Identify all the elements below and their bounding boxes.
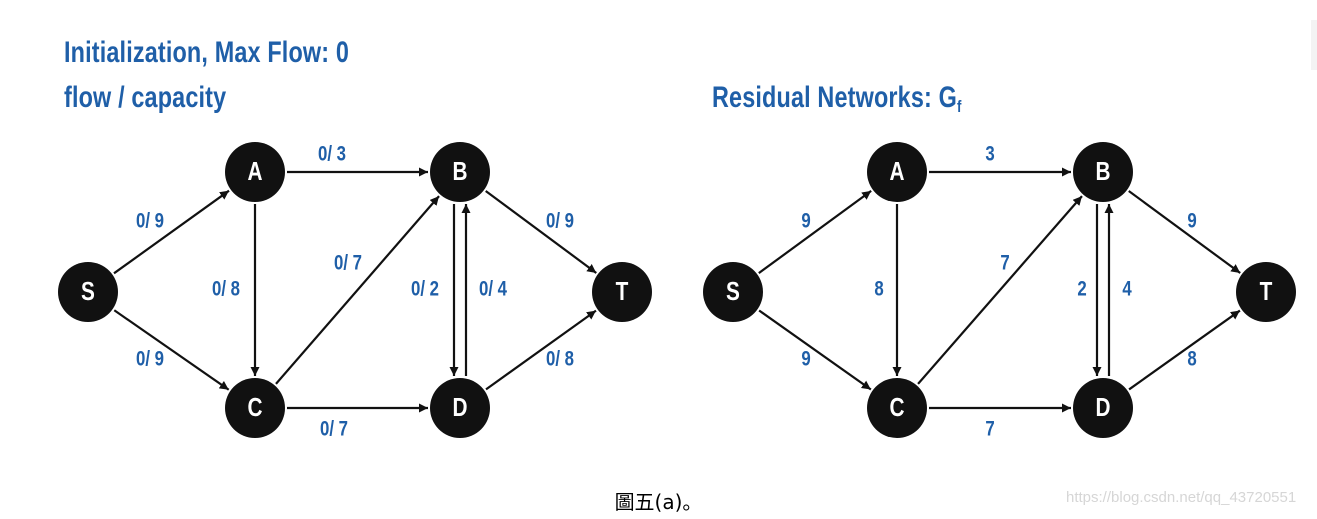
right-edge-label-C-B: 7 <box>1000 252 1009 275</box>
right-node-label-s: S <box>726 277 740 306</box>
left-node-s <box>58 262 118 322</box>
left-edge-B-T <box>485 190 597 274</box>
left-node-label-d: D <box>452 393 467 422</box>
right-node-label-c: C <box>889 393 904 422</box>
left-edge-D-T <box>485 309 597 391</box>
left-edge-label-D-T: 0/ 8 <box>546 348 574 371</box>
left-edge-label-S-C: 0/ 9 <box>136 348 164 371</box>
right-node-label-a: A <box>889 157 904 186</box>
left-edge-label-C-D: 0/ 7 <box>320 418 348 441</box>
left-node-b <box>430 142 490 202</box>
right-node-d <box>1073 378 1133 438</box>
left-node-c <box>225 378 285 438</box>
left-edge-label-C-B: 0/ 7 <box>334 252 362 275</box>
right-node-label-t: T <box>1260 277 1273 306</box>
left-node-a <box>225 142 285 202</box>
right-edge-label-B-D: 2 <box>1077 278 1086 301</box>
left-edge-label-A-B: 0/ 3 <box>318 143 346 166</box>
figure-caption: 圖五(a)。 <box>614 490 703 514</box>
right-node-t <box>1236 262 1296 322</box>
left-title-line1: Initialization, Max Flow: 0 <box>64 36 350 69</box>
left-edge-label-A-C: 0/ 8 <box>212 278 240 301</box>
left-edge-label-S-A: 0/ 9 <box>136 210 164 233</box>
left-edge-S-A <box>113 189 230 275</box>
page-edge-strip <box>1311 20 1317 70</box>
left-edge-label-B-T: 0/ 9 <box>546 210 574 233</box>
right-node-label-d: D <box>1095 393 1110 422</box>
right-edge-label-A-C: 8 <box>874 278 883 301</box>
right-edge-C-B <box>917 195 1083 385</box>
left-node-d <box>430 378 490 438</box>
right-edge-B-T <box>1128 190 1241 274</box>
left-node-label-t: T <box>616 277 629 306</box>
right-node-s <box>703 262 763 322</box>
right-node-c <box>867 378 927 438</box>
left-node-label-s: S <box>81 277 95 306</box>
left-node-label-c: C <box>247 393 262 422</box>
right-node-label-b: B <box>1095 157 1110 186</box>
left-edge-label-D-B: 0/ 4 <box>479 278 507 301</box>
right-edge-label-C-D: 7 <box>985 418 994 441</box>
right-edge-label-S-C: 9 <box>801 348 810 371</box>
right-node-a <box>867 142 927 202</box>
left-title-line2: flow / capacity <box>64 81 227 114</box>
left-node-label-b: B <box>452 157 467 186</box>
left-edge-S-C <box>113 309 230 391</box>
right-edge-S-C <box>758 309 872 391</box>
right-node-b <box>1073 142 1133 202</box>
right-title-text: Residual Networks: G <box>712 81 957 114</box>
left-node-t <box>592 262 652 322</box>
right-edge-label-S-A: 9 <box>801 210 810 233</box>
right-title: Residual Networks: Gf <box>712 81 962 117</box>
right-edge-label-B-T: 9 <box>1187 210 1196 233</box>
left-edge-C-B <box>275 195 440 385</box>
watermark-url: https://blog.csdn.net/qq_43720551 <box>1066 489 1297 506</box>
right-edge-label-D-T: 8 <box>1187 348 1196 371</box>
left-graph: 0/ 9 0/ 9 0/ 3 0/ 8 0/ 7 0/ 7 0/ 2 0/ 4 0/ 9 0/ 8… <box>58 142 652 441</box>
right-edge-label-D-B: 4 <box>1122 278 1132 301</box>
right-edge-D-T <box>1128 309 1241 391</box>
right-edge-label-A-B: 3 <box>985 143 994 166</box>
right-edge-S-A <box>758 190 872 274</box>
left-node-label-a: A <box>247 157 262 186</box>
right-title-subscript: f <box>956 97 962 116</box>
right-graph: 9 9 3 8 7 7 2 4 9 8 S A B C D T <box>703 142 1296 441</box>
left-edge-label-B-D: 0/ 2 <box>411 278 439 301</box>
